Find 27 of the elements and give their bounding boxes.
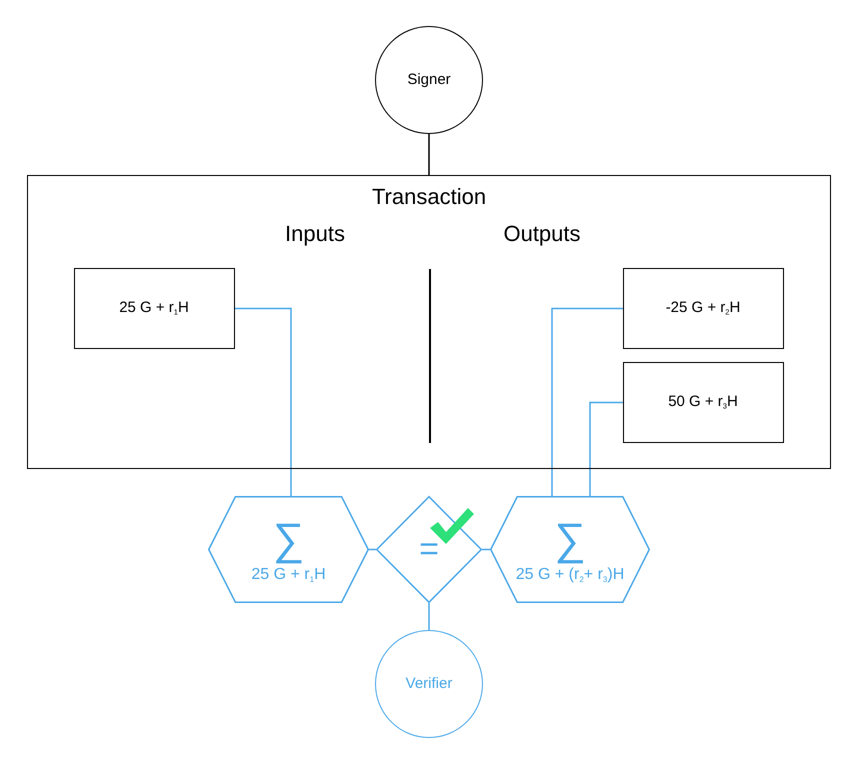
sum-hexagon bbox=[208, 496, 369, 603]
commitment-box bbox=[622, 268, 784, 348]
sigma-symbol: ∑ bbox=[272, 515, 304, 566]
node-label: Verifier bbox=[406, 675, 452, 693]
connector-line bbox=[589, 402, 623, 496]
sum-label: 25 G + r$_{1}$H bbox=[251, 566, 326, 584]
commitment-box bbox=[74, 268, 234, 348]
compare-diamond bbox=[376, 496, 482, 603]
connector-line bbox=[369, 548, 376, 550]
node-label: 50 G + r$_{3}$H bbox=[668, 392, 738, 412]
column-heading: Inputs bbox=[285, 221, 345, 247]
sum-hexagon bbox=[490, 496, 650, 603]
sigma-symbol: ∑ bbox=[554, 515, 586, 566]
connector-line bbox=[551, 308, 623, 496]
connector-line bbox=[428, 603, 430, 630]
equals-sign: = bbox=[419, 530, 439, 570]
transaction-frame bbox=[27, 175, 831, 469]
sum-label: 25 G + (r$_{2}$+ r$_{3}$)H bbox=[516, 566, 624, 584]
connector-line bbox=[482, 548, 490, 550]
connector-line bbox=[235, 308, 292, 496]
commitment-box bbox=[622, 362, 784, 442]
node-label: -25 G + r$_{2}$H bbox=[666, 298, 740, 318]
connector-line bbox=[428, 134, 430, 175]
column-heading: Outputs bbox=[503, 221, 581, 247]
frame-title: Transaction bbox=[372, 184, 486, 210]
node-label: 25 G + r$_{1}$H bbox=[119, 298, 189, 318]
node-label: Signer bbox=[407, 71, 451, 89]
